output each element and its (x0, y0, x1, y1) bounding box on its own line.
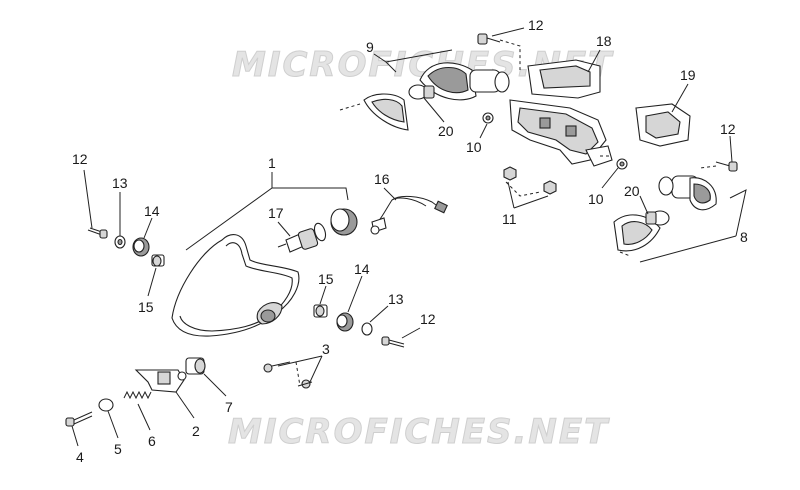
callout-14b: 14 (354, 261, 370, 277)
callout-9: 9 (366, 39, 374, 55)
adjuster-bracket (134, 369, 187, 393)
indicator-lens-left (363, 93, 409, 131)
callout-15b: 15 (318, 271, 334, 287)
callout-12c: 12 (420, 311, 436, 327)
callout-3: 3 (322, 341, 330, 357)
callout-13a: 13 (112, 175, 128, 191)
callout-5: 5 (114, 441, 122, 457)
callout-2: 2 (192, 423, 200, 439)
callout-12b: 12 (72, 151, 88, 167)
turn-signal-right (658, 175, 717, 211)
adjuster-spring (123, 390, 152, 400)
rear-mount-frame (509, 99, 613, 167)
grommet-right (336, 312, 354, 332)
washer-right (361, 322, 373, 336)
grommet-left (132, 237, 150, 257)
watermark-bottom: MICROFICHES.NET (228, 412, 610, 452)
indicator-bulb-right (645, 210, 670, 226)
mount-bracket-18 (527, 59, 601, 99)
callout-4: 4 (76, 449, 84, 465)
callout-7: 7 (225, 399, 233, 415)
adjuster-screw (65, 411, 93, 427)
callout-1: 1 (268, 155, 276, 171)
callout-10b: 10 (588, 191, 604, 207)
callout-20a: 20 (438, 123, 454, 139)
indicator-bulb-left (408, 84, 435, 100)
rubber-cap (330, 208, 358, 236)
callout-12a: 12 (528, 17, 544, 33)
callout-15a: 15 (138, 299, 154, 315)
callout-8: 8 (740, 229, 748, 245)
wire-harness (370, 195, 448, 235)
callout-20b: 20 (624, 183, 640, 199)
leader-lines (71, 27, 747, 447)
spacer-left (151, 254, 165, 267)
screw-right (381, 336, 405, 348)
screw-left (87, 227, 108, 239)
spacer-right (313, 304, 328, 318)
adjust-screws (263, 361, 313, 389)
callout-16: 16 (374, 171, 390, 187)
screw-top-right (715, 161, 738, 172)
callout-18: 18 (596, 33, 612, 49)
nuts-11 (503, 166, 557, 195)
callout-19: 19 (680, 67, 696, 83)
callout-17: 17 (268, 205, 284, 221)
callout-10a: 10 (466, 139, 482, 155)
callout-6: 6 (148, 433, 156, 449)
mount-bracket-19 (635, 103, 691, 147)
callout-14a: 14 (144, 203, 160, 219)
callout-12d: 12 (720, 121, 736, 137)
rubber-bush (185, 357, 206, 375)
callout-13b: 13 (388, 291, 404, 307)
screw-top (477, 33, 501, 45)
flat-washer (98, 398, 114, 412)
headlight-bulb (277, 222, 327, 253)
callout-labels: 1 2 3 4 5 6 7 8 9 10 10 11 12 12 12 12 1… (72, 17, 748, 465)
callout-11: 11 (502, 211, 517, 227)
headlight-housing (171, 234, 300, 337)
